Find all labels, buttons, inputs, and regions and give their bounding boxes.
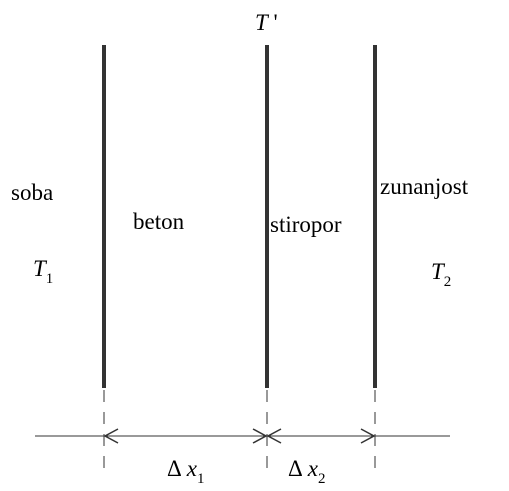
region-label-room: soba [11,180,53,205]
arrowhead-dx1-right [252,428,268,444]
temperature-label-outside: T2 [431,259,451,290]
region-label-outside: zunanjost [380,174,469,199]
region-label-concrete: beton [133,209,185,234]
arrowhead-dx2-right [360,428,376,444]
arrowhead-dx2-left [266,428,282,444]
region-label-styrofoam: stiropor [270,212,342,237]
interface-temperature-label: T ' [255,10,278,35]
arrowhead-dx1-left [103,428,119,444]
temperature-label-room: T1 [33,256,53,287]
